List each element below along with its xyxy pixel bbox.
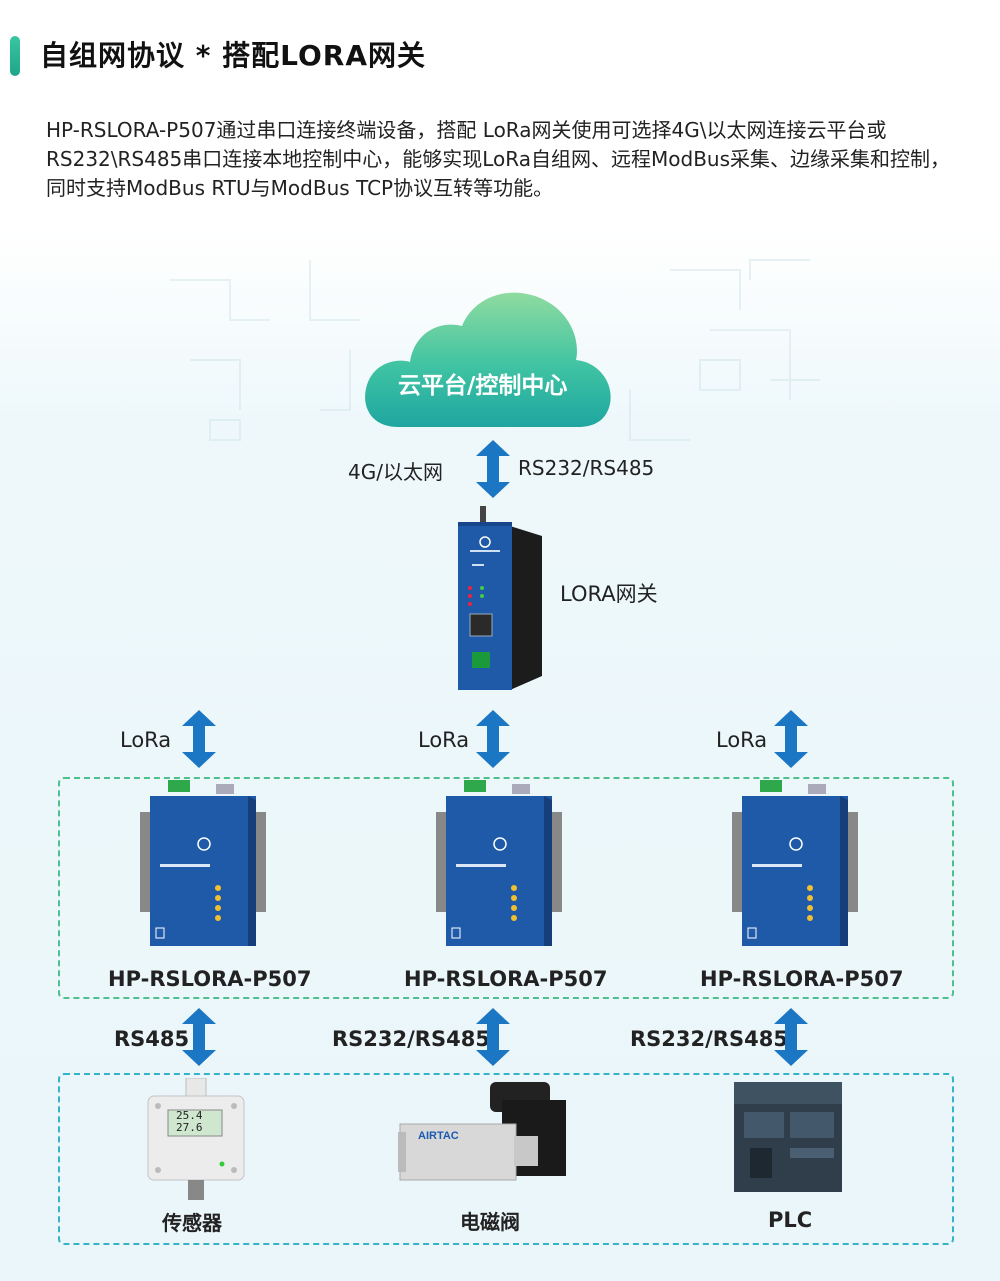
lora-node-device	[436, 780, 562, 946]
serial-double-arrow	[774, 1008, 808, 1066]
serial-double-arrow	[182, 1008, 216, 1066]
lora-double-arrow	[182, 710, 216, 768]
lora-link-label: LoRa	[418, 728, 470, 752]
uplink-right-label: RS232/RS485	[518, 456, 655, 480]
end-device-group	[58, 1073, 954, 1245]
uplink-double-arrow	[476, 440, 510, 498]
lora-gateway-device	[458, 506, 542, 690]
valve-brand-label: AIRTAC	[418, 1130, 459, 1142]
intro-paragraph: HP-RSLORA-P507通过串口连接终端设备，搭配 LoRa网关使用可选择4…	[46, 118, 951, 200]
page-title: 自组网协议 * 搭配LORA网关	[40, 39, 427, 72]
end-device-label-sensor: 传感器	[162, 1211, 222, 1235]
solenoid-valve-device	[398, 1082, 566, 1181]
lora-link-label: LoRa	[716, 728, 768, 752]
plc-device	[734, 1082, 842, 1192]
end-device-label-valve: 电磁阀	[460, 1210, 520, 1234]
lora-double-arrow	[476, 710, 510, 768]
sensor-reading-1: 25.4	[176, 1109, 203, 1122]
serial-link-label: RS232/RS485	[332, 1027, 490, 1051]
sensor-reading-2: 27.6	[176, 1121, 203, 1134]
node-model-label: HP-RSLORA-P507	[700, 967, 904, 991]
circuit-background	[170, 259, 820, 441]
sensor-device	[147, 1078, 245, 1200]
end-device-label-plc: PLC	[768, 1208, 813, 1232]
lora-node-device	[140, 780, 266, 946]
lora-node-device	[732, 780, 858, 946]
lora-link-label: LoRa	[120, 728, 172, 752]
lora-node-group	[58, 777, 954, 999]
gateway-label: LORA网关	[560, 582, 658, 606]
lora-double-arrow	[774, 710, 808, 768]
title-accent-bar	[10, 36, 20, 76]
serial-link-label: RS485	[114, 1027, 190, 1051]
serial-double-arrow	[476, 1008, 510, 1066]
cloud-label: 云平台/控制中心	[398, 373, 568, 399]
node-model-label: HP-RSLORA-P507	[108, 967, 312, 991]
serial-link-label: RS232/RS485	[630, 1027, 788, 1051]
uplink-left-label: 4G/以太网	[348, 460, 443, 484]
cloud-icon	[365, 292, 611, 427]
node-model-label: HP-RSLORA-P507	[404, 967, 608, 991]
